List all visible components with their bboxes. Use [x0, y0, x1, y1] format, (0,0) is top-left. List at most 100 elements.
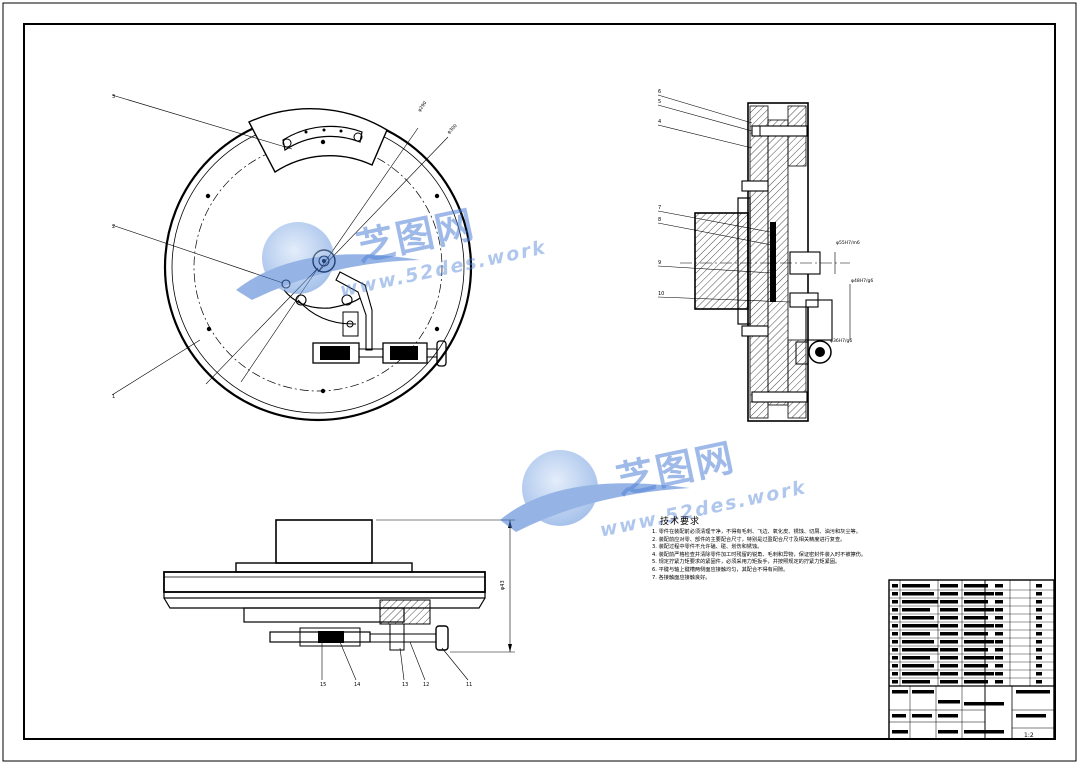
title-block-cell: [940, 592, 958, 596]
title-block-cell: [940, 656, 958, 660]
fit-label: φ48H7/g6: [851, 278, 873, 284]
part-label: 7: [658, 205, 661, 211]
watermark-logo: [236, 222, 420, 300]
title-block-cell: [964, 592, 994, 596]
title-block-cell: [995, 640, 1003, 644]
title-block-cell: [892, 600, 898, 604]
diameter-label: φ300: [446, 123, 459, 136]
part-label: 4: [658, 119, 661, 125]
fit-label: φ36H7/g6: [830, 338, 852, 344]
title-block-cell: [892, 648, 898, 652]
title-block-cell: [995, 680, 1003, 684]
title-block-cell: [902, 656, 930, 660]
title-block-cell: [964, 680, 988, 684]
part-label: 12: [423, 682, 429, 688]
title-block-cell: [892, 584, 898, 588]
title-block-cell: [892, 664, 898, 668]
title-block-cell: [995, 656, 1003, 660]
title-block-cell: [964, 624, 994, 628]
part-label: 13: [402, 682, 408, 688]
title-block-cell: [902, 664, 934, 668]
title-block-cell: [964, 640, 994, 644]
title-block-cell: [964, 672, 994, 676]
slot-cutout: [248, 107, 388, 174]
title-block-cell: [940, 608, 958, 612]
title-block-cell: [902, 680, 930, 684]
height-dimension: φ43: [500, 580, 506, 590]
watermark-logo: [500, 450, 690, 532]
title-block-cell: [940, 584, 958, 588]
title-block-cell: [892, 714, 906, 718]
requirement-line: 6. 平键与轴上键槽两侧面应接触均匀，其配合不得有间隙。: [652, 566, 789, 573]
technical-requirements: 技术要求 1. 零件在装配前必须清理干净，不得有毛刺、飞边、氧化皮、锈蚀、切屑、…: [652, 514, 952, 582]
part-label: 9: [658, 260, 661, 266]
part-label: 11: [466, 682, 472, 688]
title-block-cell: [964, 664, 988, 668]
title-block-cell: [938, 730, 958, 734]
title-block-cell: [1036, 584, 1042, 588]
title-block-cell: [938, 714, 958, 718]
title-block-cell: [902, 592, 934, 596]
title-block-cell: [995, 608, 1003, 612]
title-block-cell: [940, 640, 958, 644]
requirement-line: 5. 规定拧紧力矩要求的紧固件，必须采用力矩扳手，并按照规定的拧紧力矩紧固。: [652, 559, 841, 566]
title-block-cell: [902, 616, 934, 620]
title-block-cell: [892, 680, 898, 684]
title-block-cell: [1036, 600, 1042, 604]
title-block-rows: [889, 584, 1054, 734]
fit-label: φ55H7/m6: [836, 240, 860, 246]
title-block-cell: [892, 730, 908, 734]
title-block-cell: [940, 600, 958, 604]
title-block-cell: [902, 600, 938, 604]
part-label: 8: [658, 217, 661, 223]
title-block-cell: [902, 584, 930, 588]
requirement-line: 3. 装配过程中零件不允许磕、碰、划伤和锈蚀。: [652, 544, 763, 551]
technical-requirements-title: 技术要求: [660, 517, 701, 527]
title-block-cell: [902, 608, 930, 612]
title-block-cell: [995, 672, 1003, 676]
title-block-cell: [912, 714, 932, 718]
front-view: φ43 15 14 13 12 11: [163, 519, 515, 688]
part-label: 14: [354, 682, 360, 688]
part-label: 10: [658, 291, 664, 297]
title-block-cell: [1016, 714, 1046, 718]
scale-label: 1:2: [1024, 732, 1034, 739]
title-block-cell: [995, 600, 1003, 604]
title-block-cell: [1036, 608, 1042, 612]
title-block-cell: [1036, 672, 1042, 676]
title-block-cell: [964, 584, 988, 588]
title-block-cell: [964, 632, 988, 636]
title-block-cell: [964, 600, 988, 604]
title-block-cell: [938, 700, 960, 704]
title-block-cell: [1036, 592, 1042, 596]
title-block-cell: [964, 702, 1004, 706]
title-block-cell: [892, 640, 898, 644]
requirement-line: 7. 各接触面应接触良好。: [652, 574, 711, 581]
title-block-cell: [940, 664, 958, 668]
diameter-label: φ290: [417, 100, 429, 113]
title-block-cell: [940, 648, 958, 652]
title-block-cell: [902, 640, 934, 644]
title-block-cell: [940, 616, 958, 620]
title-block-cell: [892, 672, 898, 676]
part-label: 2: [112, 224, 115, 230]
title-block-cell: [964, 648, 988, 652]
title-block-cell: [964, 616, 988, 620]
title-block-cell: [1036, 632, 1042, 636]
title-block-cell: [964, 730, 1004, 734]
requirement-line: 2. 装配前应对零、部件的主要配合尺寸，特别是过盈配合尺寸及相关精度进行复查。: [652, 536, 846, 543]
title-block-cell: [902, 672, 938, 676]
title-block-cell: [1036, 616, 1042, 620]
title-block-cell: [940, 672, 958, 676]
title-block-cell: [995, 584, 1003, 588]
title-block-cell: [1036, 664, 1042, 668]
title-block-cell: [892, 690, 908, 694]
part-label: 15: [320, 682, 326, 688]
title-block-cell: [1016, 690, 1050, 694]
title-block-cell: [964, 656, 994, 660]
title-block-cell: [964, 608, 994, 612]
part-label: 5: [658, 99, 661, 105]
title-block-cell: [902, 624, 938, 628]
title-block-cell: [892, 592, 898, 596]
title-block-cell: [892, 608, 898, 612]
